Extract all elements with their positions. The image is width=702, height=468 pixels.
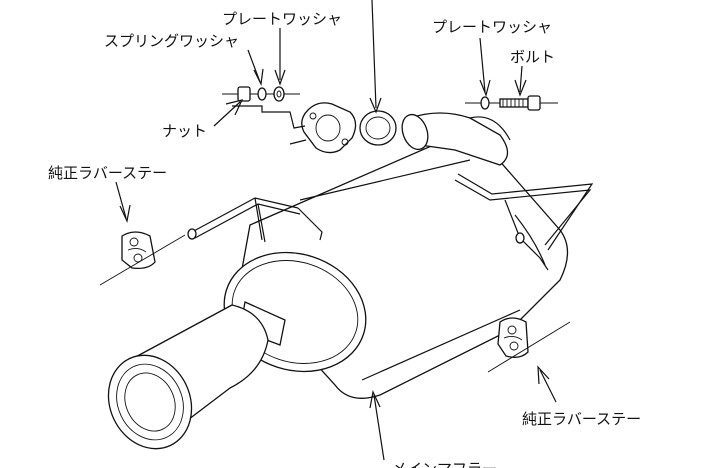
rubber-stay-right [487, 317, 571, 373]
leader-lines [115, 0, 557, 461]
bolt-and-washer [465, 95, 558, 111]
flange-plate [301, 102, 357, 154]
label-nut: ナット [162, 122, 207, 140]
gasket-ring [359, 110, 397, 146]
label-main-muffler: メインマフラー [392, 460, 497, 468]
label-rubber-stay-right: 純正ラバーステー [522, 410, 641, 428]
tail-pipe [107, 301, 286, 450]
label-bolt: ボルト [510, 48, 555, 66]
main-muffler [223, 136, 569, 399]
label-plate-washer-left: プレートワッシャ [222, 10, 342, 28]
left-hanger-rod [187, 197, 323, 243]
label-plate-washer-right: プレートワッシャ [432, 18, 552, 36]
inlet-pipe [401, 112, 511, 166]
label-rubber-stay-left: 純正ラバーステー [48, 164, 167, 182]
right-hanger-rod [454, 173, 594, 271]
nut-and-washers [222, 86, 300, 102]
label-spring-washer: スプリングワッシャ [104, 32, 239, 50]
rubber-stay-left [99, 231, 186, 286]
pipe-break-line [232, 105, 306, 129]
